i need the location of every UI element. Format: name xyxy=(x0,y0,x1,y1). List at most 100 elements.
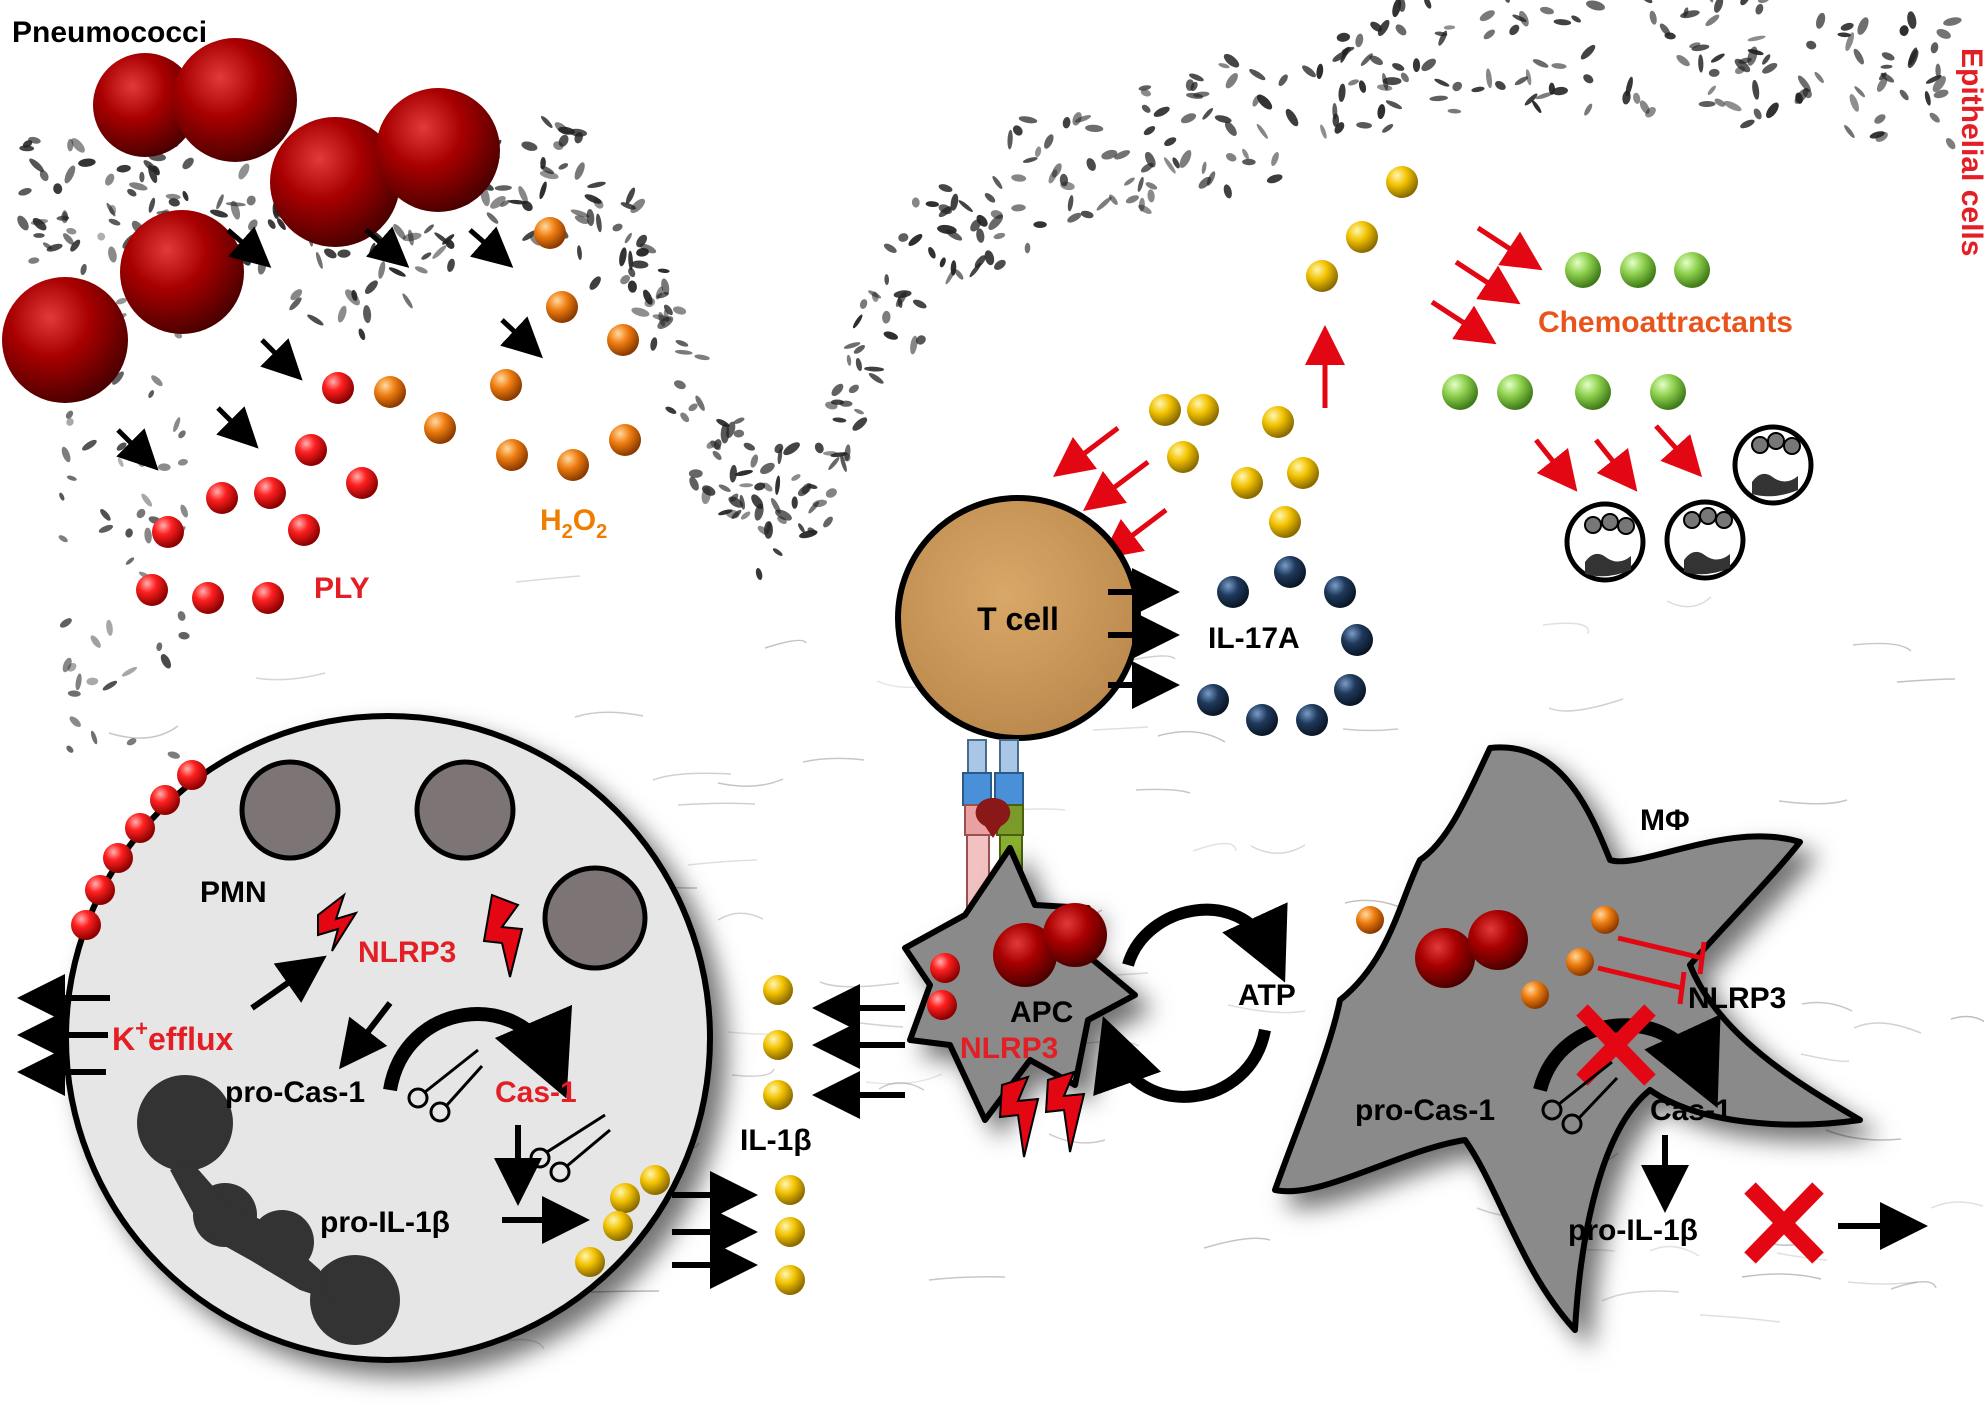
tissue-nucleus xyxy=(160,654,172,669)
tissue-fibre xyxy=(764,639,807,649)
tissue-nucleus xyxy=(828,457,840,470)
tissue-nucleus xyxy=(1755,3,1764,15)
macrophage-arrows xyxy=(1641,1135,1928,1250)
macrophage-nlrp3-label: NLRP3 xyxy=(1688,982,1786,1015)
tissue-nucleus xyxy=(695,395,705,411)
tissue-nucleus xyxy=(783,442,800,456)
tissue-nucleus xyxy=(424,224,434,234)
tissue-nucleus xyxy=(1540,6,1554,15)
tissue-nucleus xyxy=(1193,91,1210,98)
tissue-nucleus xyxy=(105,173,115,186)
tissue-nucleus xyxy=(86,677,99,686)
tissue-nucleus xyxy=(655,286,664,300)
tissue-nucleus xyxy=(182,157,194,170)
tissue-nucleus xyxy=(1138,204,1152,214)
tissue-nucleus xyxy=(772,548,783,556)
tissue-nucleus xyxy=(1438,30,1448,46)
tissue-nucleus xyxy=(574,215,589,224)
tissue-nucleus xyxy=(90,635,101,648)
tissue-nucleus xyxy=(1189,73,1204,82)
tissue-nucleus xyxy=(1011,174,1027,182)
tissue-fibre xyxy=(255,672,326,681)
tissue-nucleus xyxy=(1153,106,1170,117)
epithelial-tissue-texture xyxy=(17,0,1984,1350)
tissue-nucleus xyxy=(1143,126,1156,136)
tissue-nucleus xyxy=(751,494,764,510)
tissue-fibre xyxy=(1092,726,1149,731)
tissue-nucleus xyxy=(1532,59,1549,68)
tissue-nucleus xyxy=(1214,115,1232,124)
tissue-nucleus xyxy=(1164,137,1177,146)
tissue-fibre xyxy=(731,1068,775,1077)
tissue-nucleus xyxy=(1532,100,1542,114)
tissue-nucleus xyxy=(97,232,106,241)
tissue-nucleus xyxy=(844,444,851,462)
tissue-nucleus xyxy=(577,245,582,260)
tissue-nucleus xyxy=(853,345,865,354)
tissue-nucleus xyxy=(121,666,138,677)
tissue-nucleus xyxy=(627,280,637,293)
tissue-nucleus xyxy=(718,509,733,516)
tissue-nucleus xyxy=(148,390,155,399)
tissue-nucleus xyxy=(750,454,759,468)
tissue-nucleus xyxy=(1382,124,1394,133)
tissue-fibre xyxy=(1776,1252,1828,1261)
tissue-nucleus xyxy=(1706,0,1714,3)
tissue-nucleus xyxy=(1676,54,1690,67)
pmn-nucleus xyxy=(137,1075,400,1345)
tissue-nucleus xyxy=(102,680,118,691)
tissue-nucleus xyxy=(1198,176,1212,189)
tissue-nucleus xyxy=(1101,149,1118,160)
t-cell-label: T cell xyxy=(977,601,1059,637)
scissors-icon xyxy=(529,1113,611,1183)
tissue-nucleus xyxy=(1899,25,1909,36)
tissue-nucleus xyxy=(574,162,585,180)
tissue-nucleus xyxy=(631,260,649,269)
tissue-nucleus xyxy=(1147,189,1155,203)
tissue-nucleus xyxy=(1429,95,1448,102)
tissue-fibre xyxy=(865,1073,943,1085)
tissue-nucleus xyxy=(267,219,276,229)
tissue-nucleus xyxy=(883,243,897,253)
tissue-nucleus xyxy=(1525,69,1532,86)
tissue-nucleus xyxy=(1698,54,1704,73)
tissue-fibre xyxy=(1250,844,1306,854)
tissue-nucleus xyxy=(1638,0,1653,4)
tissue-fibre xyxy=(878,1082,925,1091)
tissue-nucleus xyxy=(351,289,358,301)
tissue-nucleus xyxy=(843,342,861,349)
tissue-nucleus xyxy=(177,458,188,466)
tissue-nucleus xyxy=(897,297,903,309)
tissue-nucleus xyxy=(500,200,510,207)
tissue-nucleus xyxy=(950,193,959,211)
tissue-nucleus xyxy=(116,442,127,451)
tissue-nucleus xyxy=(152,165,160,176)
tissue-nucleus xyxy=(729,464,737,483)
tissue-nucleus xyxy=(731,509,742,519)
tissue-nucleus xyxy=(59,492,65,501)
tissue-nucleus xyxy=(1840,22,1854,31)
tissue-fibre xyxy=(652,772,732,781)
tissue-nucleus xyxy=(852,417,868,431)
tissue-nucleus xyxy=(945,268,956,285)
tissue-nucleus xyxy=(1753,108,1762,120)
tissue-nucleus xyxy=(1434,78,1450,87)
tissue-nucleus xyxy=(108,246,117,263)
arrow-icon xyxy=(1053,426,1120,478)
tissue-nucleus xyxy=(18,188,32,196)
tissue-nucleus xyxy=(1854,86,1866,98)
arrow-icon xyxy=(364,226,410,268)
tissue-nucleus xyxy=(167,751,180,759)
tissue-nucleus xyxy=(1907,49,1919,69)
tissue-nucleus xyxy=(1125,195,1139,204)
tissue-fibre xyxy=(1548,698,1624,712)
arrow-icon xyxy=(1101,508,1168,560)
tissue-nucleus xyxy=(66,475,77,481)
tissue-fibre xyxy=(819,981,900,988)
tissue-nucleus xyxy=(1766,102,1779,119)
tissue-nucleus xyxy=(636,247,649,257)
tissue-nucleus xyxy=(1880,64,1893,69)
tissue-nucleus xyxy=(490,196,506,209)
tissue-nucleus xyxy=(61,446,71,463)
tissue-nucleus xyxy=(628,267,636,278)
